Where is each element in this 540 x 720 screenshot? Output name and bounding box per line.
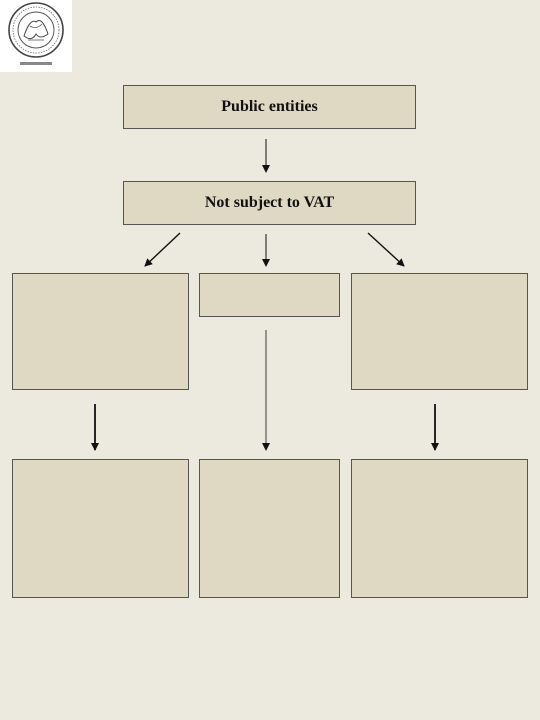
result-box-left: [12, 459, 189, 598]
arrow-middle-to-right: [367, 232, 405, 267]
branch-box-center: [199, 273, 340, 317]
university-seal-logo: [0, 0, 72, 72]
branch-box-left: [12, 273, 189, 390]
arrow-middle-to-left: [144, 232, 181, 267]
public-entities-box: Public entities: [123, 85, 416, 129]
branch-box-right: [351, 273, 528, 390]
result-box-right: [351, 459, 528, 598]
university-seal-icon: [8, 2, 64, 65]
not-subject-to-vat-box: Not subject to VAT: [123, 181, 416, 225]
result-box-center: [199, 459, 340, 598]
